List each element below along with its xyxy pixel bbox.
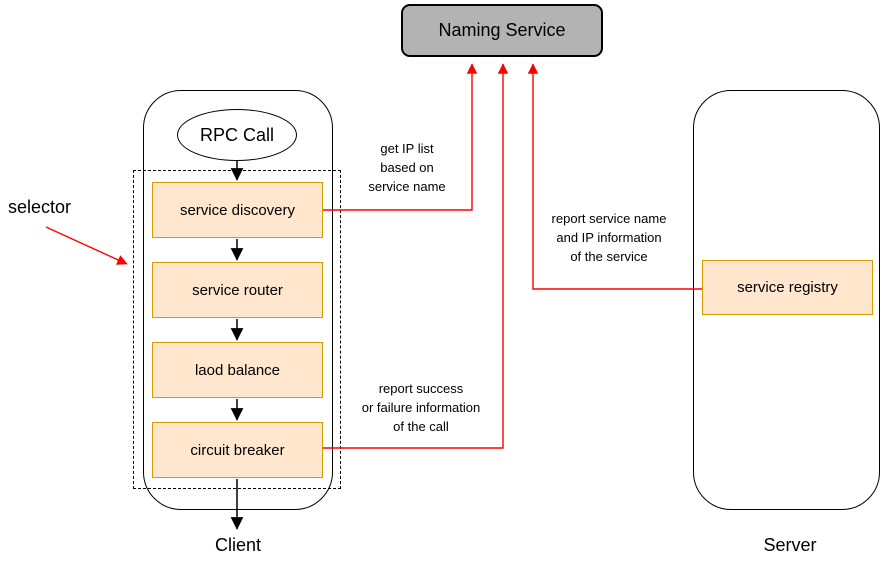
load-balance-label: laod balance xyxy=(194,361,281,379)
edge-label-report-service-info: report service name and IP information o… xyxy=(551,211,667,264)
service-router-node: service router xyxy=(152,262,323,318)
circuit-breaker-label: circuit breaker xyxy=(190,441,285,459)
selector-label: selector xyxy=(8,197,72,217)
server-label: Server xyxy=(763,535,817,555)
service-discovery-label: service discovery xyxy=(179,201,296,219)
service-router-label: service router xyxy=(192,281,283,299)
arrow-selector-pointer xyxy=(45,226,128,265)
rpc-call-label: RPC Call xyxy=(199,124,274,145)
service-registry-label: service registry xyxy=(737,279,838,296)
service-discovery-node: service discovery xyxy=(152,182,323,238)
rpc-call-node: RPC Call xyxy=(177,109,297,161)
client-label: Client xyxy=(214,535,262,555)
load-balance-node: laod balance xyxy=(152,342,323,398)
circuit-breaker-node: circuit breaker xyxy=(152,422,323,478)
edge-label-get-ip-list: get IP list based on service name xyxy=(368,141,446,194)
naming-service-node: Naming Service xyxy=(401,4,603,57)
naming-service-label: Naming Service xyxy=(438,20,566,40)
edge-label-report-call-result: report success or failure information of… xyxy=(361,381,481,434)
service-registry-node: service registry xyxy=(702,260,873,315)
